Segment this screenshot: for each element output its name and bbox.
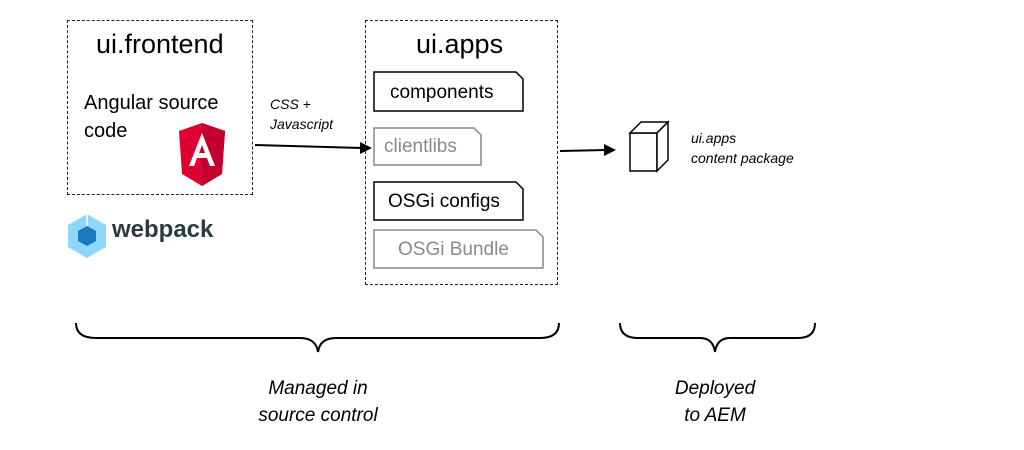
- doc-components-shape: [373, 71, 524, 112]
- caption-managed-line1: Managed in: [268, 378, 368, 399]
- angular-source-line2: code: [84, 120, 128, 142]
- brace-deployed: [619, 322, 816, 353]
- apps-title: ui.apps: [416, 29, 504, 59]
- apps-item-clientlibs: clientlibs: [384, 136, 457, 157]
- doc-osgi-configs-shape: [373, 181, 524, 221]
- arrow-label-line1: CSS +: [270, 96, 311, 112]
- apps-item-osgi-configs: OSGi configs: [388, 191, 500, 212]
- package-label-line1: ui.apps: [691, 130, 737, 146]
- apps-item-components: components: [390, 82, 494, 103]
- doc-osgi-bundle-shape: [373, 229, 544, 269]
- brace-source-control: [75, 322, 560, 353]
- apps-module-box: [365, 20, 558, 285]
- doc-clientlibs-shape: [373, 127, 482, 166]
- package-label-line2: content package: [691, 150, 794, 166]
- apps-item-osgi-bundle: OSGi Bundle: [398, 239, 509, 260]
- frontend-title: ui.frontend: [96, 29, 224, 59]
- caption-managed-line2: source control: [258, 405, 378, 426]
- caption-deployed-line2: to AEM: [684, 405, 746, 426]
- angular-source-line1: Angular source: [84, 92, 219, 114]
- webpack-label: webpack: [112, 216, 214, 243]
- caption-deployed-line1: Deployed: [674, 378, 756, 399]
- arrow-label-line2: Javascript: [270, 116, 334, 132]
- frontend-module-box: [67, 20, 253, 195]
